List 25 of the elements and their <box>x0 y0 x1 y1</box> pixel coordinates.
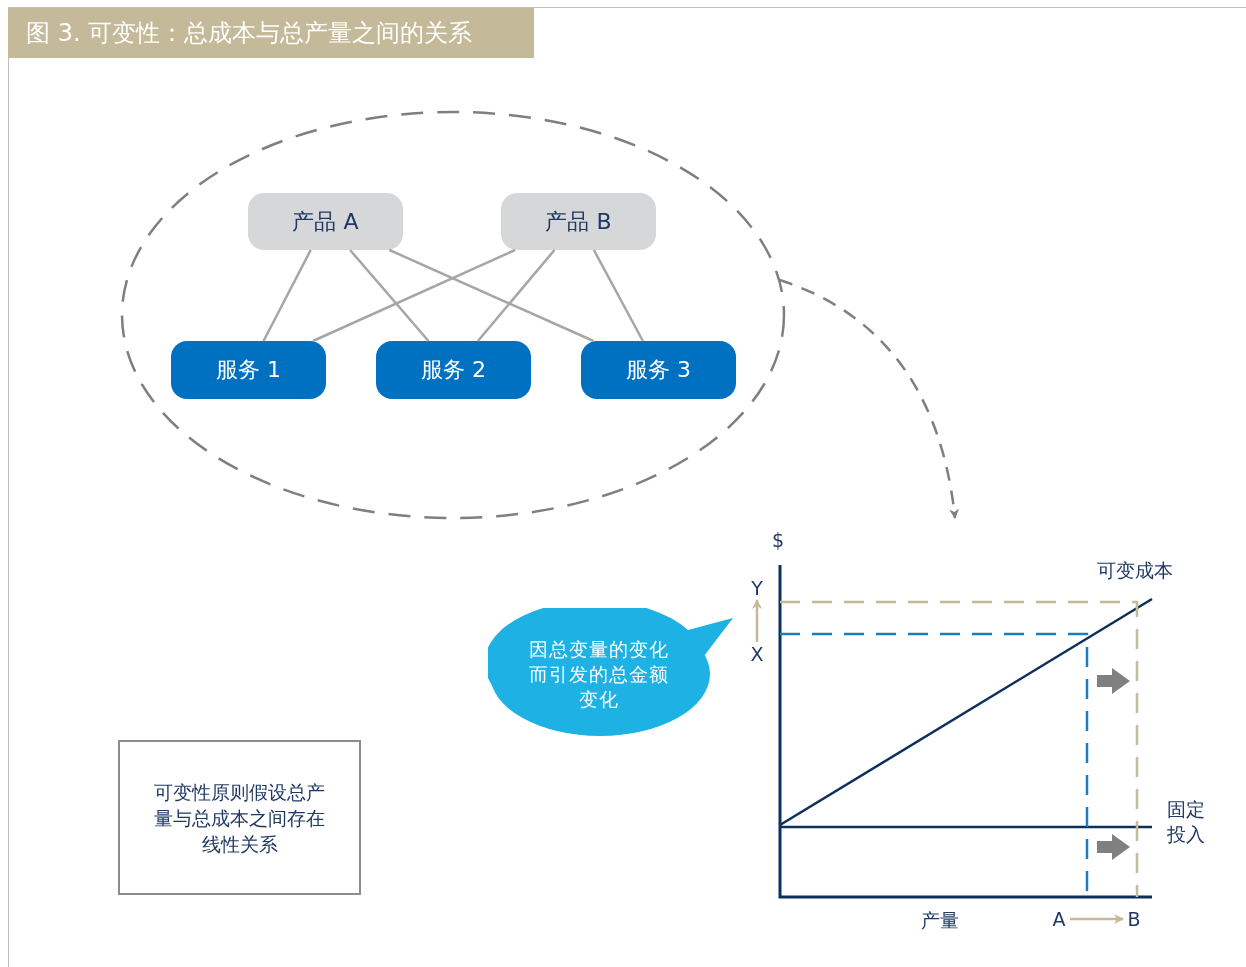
connector-line <box>312 248 516 343</box>
axis-label: 固定投入 <box>1167 797 1206 847</box>
connector-line <box>592 249 644 342</box>
axis-label: Y <box>746 576 768 600</box>
arrow <box>752 599 762 642</box>
connector-line <box>476 249 556 342</box>
arrow <box>778 278 959 519</box>
axis-label: $ <box>772 528 786 553</box>
connector-line <box>349 249 430 342</box>
service-box: 服务 3 <box>581 341 736 399</box>
product-box: 产品 A <box>248 193 403 250</box>
axis-label: 产量 <box>921 908 960 933</box>
service-box: 服务 2 <box>376 341 531 399</box>
note-box: 可变性原则假设总产量与总成本之间存在线性关系 <box>118 740 361 895</box>
product-box: 产品 B <box>501 193 656 250</box>
service-box: 服务 1 <box>171 341 326 399</box>
dashed-ellipse <box>120 110 786 520</box>
arrow <box>1070 914 1124 924</box>
title-banner: 图 3. 可变性：总成本与总产量之间的关系 <box>8 8 534 58</box>
axis-label: B <box>1123 907 1145 931</box>
connector-line <box>388 248 594 343</box>
axis-label: X <box>746 642 768 666</box>
axis-label: A <box>1048 907 1070 931</box>
connector-line <box>262 249 312 342</box>
axis-label: 可变成本 <box>1097 558 1174 583</box>
